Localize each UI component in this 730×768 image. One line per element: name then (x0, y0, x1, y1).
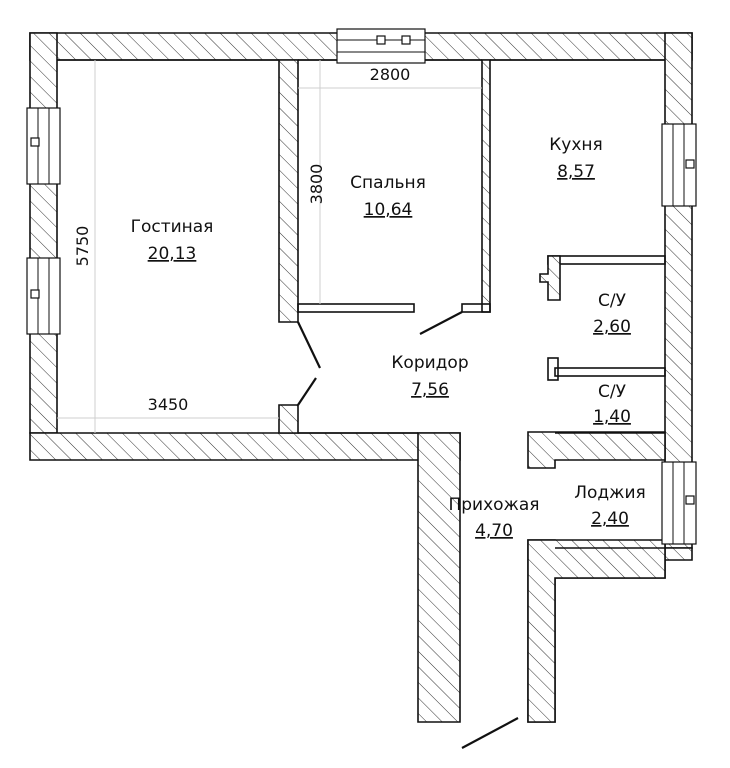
dim-bedroom-width: 2800 (370, 65, 411, 84)
door-living-lower (297, 377, 317, 406)
door-bedroom (419, 311, 463, 335)
dim-bedroom-height: 3800 (307, 164, 326, 205)
room-loggia-area: 2,40 (591, 509, 629, 529)
wall-bottom-left (29, 432, 461, 461)
wall-hall-left (417, 432, 461, 723)
wall-bedroom-bottom-right (461, 303, 491, 313)
room-bath1-name: С/У (598, 291, 627, 311)
room-kitchen-area: 8,57 (557, 162, 595, 182)
window-top (336, 28, 426, 64)
wall-bedroom-kitchen (481, 59, 491, 313)
room-corridor-name: Коридор (391, 353, 468, 373)
wall-bath-middle (554, 367, 666, 377)
window-left-upper (26, 107, 61, 185)
room-outlines (57, 59, 665, 549)
wall-kitchen-bottom (547, 255, 666, 265)
doors (297, 311, 519, 749)
wall-living-jamb (278, 404, 299, 434)
window-kitchen (661, 123, 697, 207)
wall-loggia-top (527, 431, 666, 469)
dim-living-height: 5750 (73, 226, 92, 267)
room-kitchen-name: Кухня (549, 135, 603, 155)
dimension-guides (57, 60, 482, 433)
door-living-upper (297, 321, 321, 369)
door-entrance (461, 717, 519, 749)
room-bath1-area: 2,60 (593, 317, 631, 337)
partitions (278, 59, 666, 434)
wall-bedroom-bottom (297, 303, 415, 313)
wall-loggia-bottom (527, 539, 666, 723)
window-left-lower (26, 257, 61, 335)
room-bath2-area: 1,40 (593, 407, 631, 427)
window-loggia (661, 461, 697, 545)
wall-bath-left-lower (547, 357, 559, 381)
room-living-name: Гостиная (131, 217, 214, 237)
room-bath2-name: С/У (598, 382, 627, 402)
room-bedroom-area: 10,64 (364, 200, 413, 220)
room-loggia-name: Лоджия (574, 483, 646, 503)
room-hall-name: Прихожая (448, 495, 539, 515)
wall-living-bedroom (278, 59, 299, 323)
room-bedroom-name: Спальня (350, 173, 426, 193)
dim-living-width: 3450 (148, 395, 189, 414)
room-hall-area: 4,70 (475, 521, 513, 541)
room-corridor-area: 7,56 (411, 380, 449, 400)
room-living-area: 20,13 (148, 244, 197, 264)
windows (26, 28, 697, 545)
wall-bath-left-upper (539, 255, 561, 301)
wall-left (29, 32, 58, 434)
